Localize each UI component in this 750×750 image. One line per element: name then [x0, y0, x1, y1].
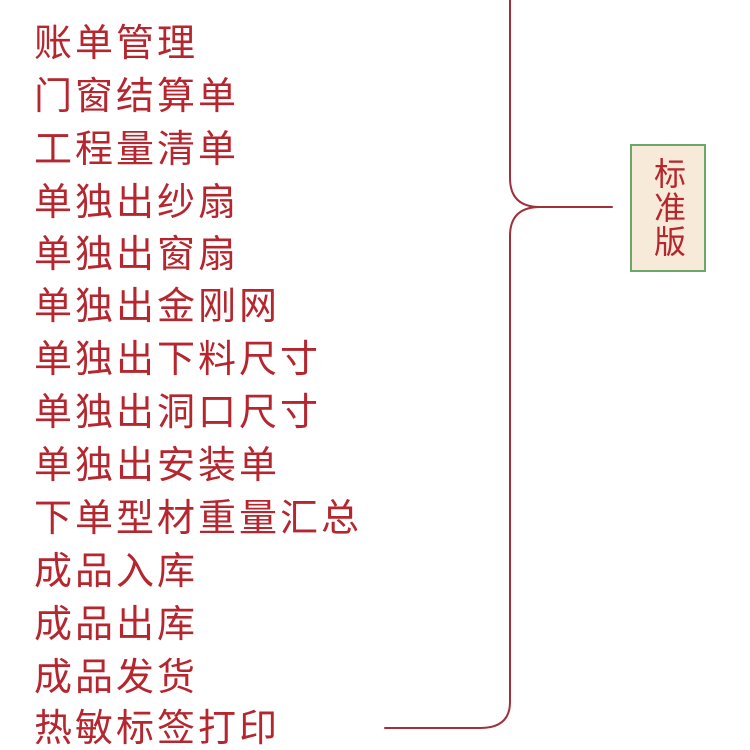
list-item: 单独出洞口尺寸	[34, 390, 322, 434]
edition-label: 标准版	[649, 157, 687, 259]
list-item: 成品发货	[34, 655, 199, 699]
list-item: 单独出安装单	[34, 443, 281, 487]
list-item: 单独出纱扇	[34, 180, 240, 224]
edition-box: 标准版	[630, 144, 706, 272]
list-item: 账单管理	[34, 21, 199, 65]
list-item: 门窗结算单	[34, 74, 240, 118]
list-item: 单独出金刚网	[34, 284, 281, 328]
list-item: 下单型材重量汇总	[34, 496, 363, 540]
list-item: 成品出库	[34, 602, 199, 646]
list-item: 成品入库	[34, 549, 199, 593]
list-item: 热敏标签打印	[34, 706, 281, 750]
list-item: 单独出下料尺寸	[34, 337, 322, 381]
brace-path	[384, 0, 613, 729]
list-item: 工程量清单	[34, 127, 240, 171]
list-item: 单独出窗扇	[34, 232, 240, 276]
